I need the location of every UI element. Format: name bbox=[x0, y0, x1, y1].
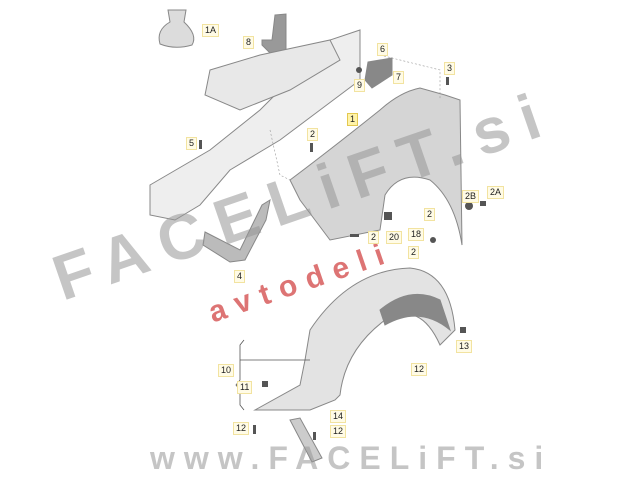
label-8: 8 bbox=[243, 36, 255, 49]
label-2-low: 2 bbox=[408, 246, 420, 259]
bolt-part-3 bbox=[446, 77, 449, 85]
bracket-part-8 bbox=[261, 13, 287, 59]
clip-part-2a bbox=[480, 201, 486, 206]
label-10: 10 bbox=[218, 364, 235, 377]
bracket-part-4 bbox=[202, 198, 271, 263]
nut-part-11 bbox=[262, 381, 268, 387]
label-12-bottom: 12 bbox=[330, 425, 347, 438]
frame-upper bbox=[204, 39, 341, 111]
strip-part-14 bbox=[289, 417, 323, 463]
label-7: 7 bbox=[393, 71, 405, 84]
label-6: 6 bbox=[377, 43, 389, 56]
liner-inner bbox=[379, 293, 452, 332]
label-11: 11 bbox=[237, 381, 253, 394]
nut-part-9 bbox=[356, 67, 362, 73]
washer-part-2b bbox=[465, 202, 473, 210]
label-12-right: 12 bbox=[411, 363, 428, 376]
watermark-url: www.FACELiFT.si bbox=[150, 440, 553, 476]
label-9: 9 bbox=[354, 79, 366, 92]
bracket-part-20 bbox=[384, 212, 392, 220]
bolt-part-5 bbox=[199, 140, 202, 149]
bolt-part-2 bbox=[310, 143, 313, 152]
clip-part-13 bbox=[460, 327, 466, 333]
label-13: 13 bbox=[456, 340, 473, 353]
nut-part-18 bbox=[430, 237, 436, 243]
label-4: 4 bbox=[234, 270, 246, 283]
bracket-part-6 bbox=[364, 57, 393, 89]
label-20: 20 bbox=[386, 231, 403, 244]
label-2a: 2A bbox=[487, 186, 505, 199]
label-1: 1 bbox=[347, 113, 359, 126]
bolt-part-12 bbox=[253, 425, 256, 434]
label-2-upper: 2 bbox=[307, 128, 319, 141]
label-3: 3 bbox=[444, 62, 456, 75]
label-14: 14 bbox=[330, 410, 347, 423]
label-2-right: 2 bbox=[424, 208, 436, 221]
label-2-mid: 2 bbox=[368, 231, 380, 244]
label-12-left: 12 bbox=[233, 422, 250, 435]
label-18: 18 bbox=[408, 228, 425, 241]
bolt-part-12-bottom bbox=[313, 432, 316, 440]
label-1a: 1A bbox=[202, 24, 220, 37]
label-2b: 2B bbox=[462, 190, 480, 203]
label-5: 5 bbox=[186, 137, 198, 150]
boot-part-1a bbox=[158, 9, 195, 48]
fender-part-1 bbox=[289, 87, 463, 246]
bolt-part-2-lower bbox=[350, 234, 359, 237]
